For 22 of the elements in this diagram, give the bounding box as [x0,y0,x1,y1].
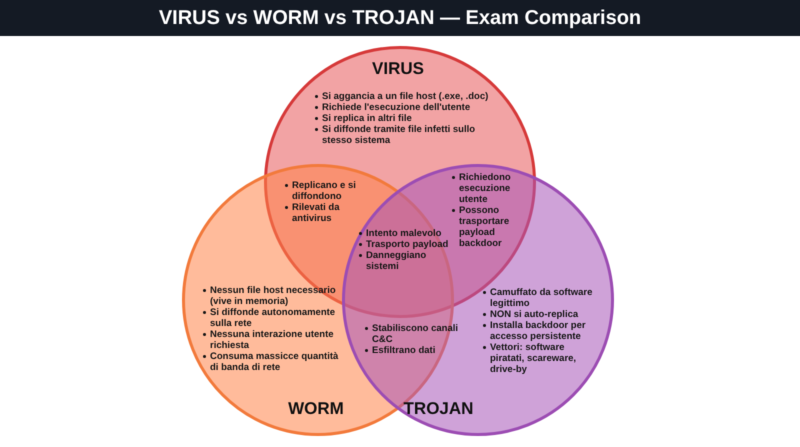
bullet-point: Si aggancia a un file host (.exe, .doc) [313,91,501,102]
bullet-point: Consuma massicce quantità di banda di rete [201,351,339,373]
bullet-point: Si replica in altri file [313,113,501,124]
bullet-point: Esfiltrano dati [363,345,463,356]
bullet-point: Installa backdoor per accesso persistente [481,320,593,342]
bullet-point: Richiedono esecuzione utente [450,172,530,205]
bullet-point: Stabiliscono canali C&C [363,323,463,345]
bullet-point: Richiede l'esecuzione dell'utente [313,102,501,113]
title-banner: VIRUS vs WORM vs TROJAN — Exam Comparison [0,0,800,36]
bullet-point: Vettori: software piratati, scareware, drive-by [481,342,593,375]
bullet-point: Nessuna interazione utente richiesta [201,329,339,351]
bullet-point: Si diffonde tramite file infetti sullo stesso sistema [313,124,501,146]
bullet-point: Replicano e si diffondono [283,180,367,202]
circle-heading: WORM [288,399,344,419]
circle-heading: VIRUS [372,59,424,79]
bullet-point: Nessun file host necessario (vive in memoria) [201,285,339,307]
bullet-point: Rilevati da antivirus [283,202,367,224]
circle-heading: TROJAN [404,399,474,419]
bullet-point: Danneggiano sistemi [357,250,457,272]
bullet-point: Si diffonde autonomamente sulla rete [201,307,339,329]
bullet-point: Camuffato da software legittimo [481,287,593,309]
bullet-point: NON si auto-replica [481,309,593,320]
